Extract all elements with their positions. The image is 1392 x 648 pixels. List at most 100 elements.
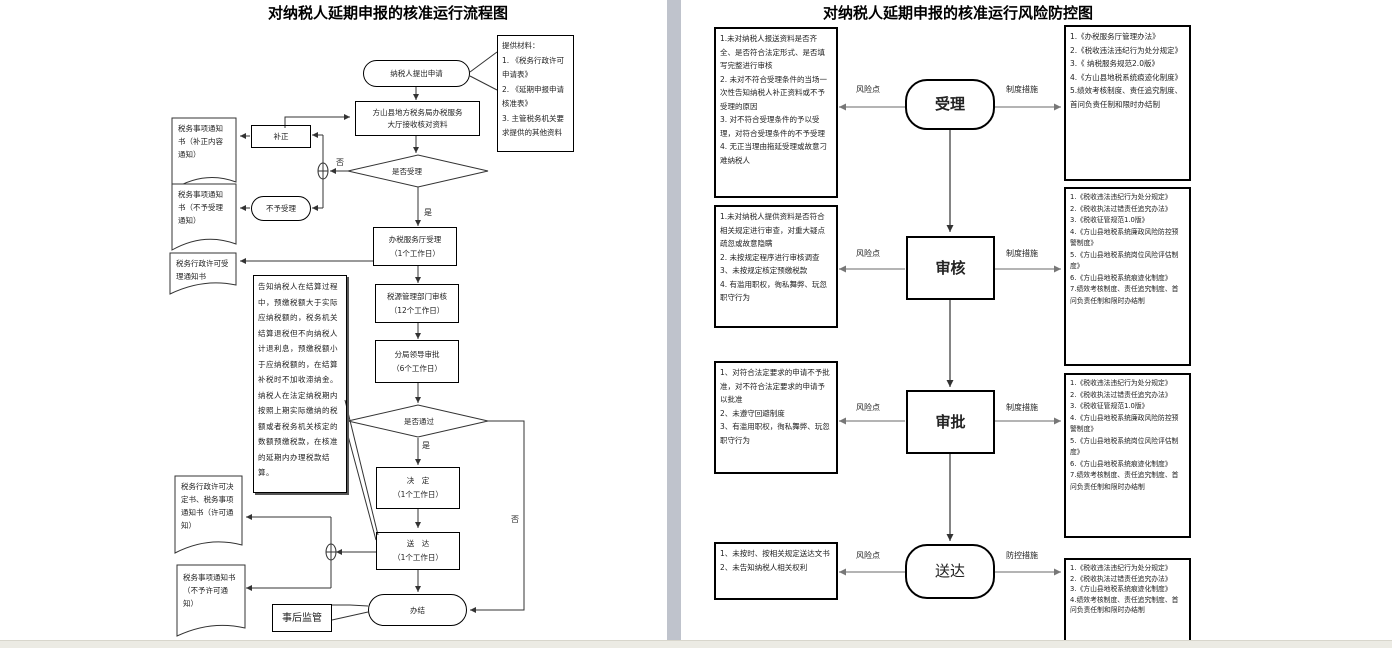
risk-item: 1、未按时、按相关规定送达文书 (720, 549, 830, 558)
decision-accept-shape (347, 154, 489, 188)
risk-item: 4. 有滥用职权，徇私舞弊、玩忽职守行为 (720, 279, 828, 303)
stage-accept: 受理 (905, 79, 995, 130)
risk-map-connectors (839, 103, 1061, 576)
start-node: 纳税人提出申请 (363, 60, 470, 87)
note-box: 告知纳税人在结算过程中，预缴税额大于实际应纳税额的，税务机关结算退税但不向纳税人… (253, 275, 347, 493)
review-line: （12个工作日） (389, 305, 445, 315)
measure-item: 7.绩效考核制度、责任追究制度、首问负责任制和限时办结制 (1070, 471, 1179, 491)
finish-label: 办结 (410, 605, 425, 615)
decision-accept-label: 是否受理 (392, 167, 422, 176)
stage-review-label: 审核 (935, 258, 966, 277)
approve-line: （6个工作日） (392, 363, 442, 373)
control-label: 防控措施 (1006, 551, 1038, 560)
risk-item: 2、未告知纳税人相关权利 (720, 562, 808, 572)
doc-shape (171, 183, 237, 251)
measure-item: 1.《税收违法违纪行为处分规定》 (1070, 379, 1172, 387)
callout-line (469, 75, 498, 91)
decision-pass-label: 是否通过 (404, 417, 434, 426)
stage-accept-label: 受理 (934, 95, 965, 113)
measure-item: 2.《税收执法过错责任追究办法》 (1070, 574, 1172, 583)
measure-item: 5.《方山县地税系统岗位风险评估制度》 (1070, 436, 1179, 457)
risk-item: 2. 未按规定程序进行审核调查 (720, 252, 820, 262)
measure-box-approve: 1.《税收违法违纪行为处分规定》 2.《税收执法过错责任追究办法》 3.《税收征… (1064, 373, 1191, 538)
approve-node: 分局领导审批 （6个工作日） (375, 340, 459, 383)
receive-line: 大厅接收核对资料 (387, 119, 448, 129)
risk-label: 风险点 (856, 249, 880, 258)
post-supervision-label: 事后监管 (282, 612, 322, 624)
deliver-line: 送 达 (406, 539, 430, 548)
risk-label: 风险点 (856, 85, 880, 94)
approve-line: 分局领导审批 (394, 349, 440, 359)
measure-item: 5.《方山县地税系统岗位风险评估制度》 (1070, 250, 1179, 271)
risk-map-title: 对纳税人延期申报的核准运行风险防控图 (823, 4, 1094, 22)
measure-item: 1.《办税服务厅管理办法》 (1070, 32, 1160, 41)
page-left-flowchart: 对纳税人延期申报的核准运行流程图 (0, 0, 667, 640)
flowchart-connectors (169, 51, 525, 637)
measure-item: 7.绩效考核制度、责任追究制度、首问负责任制和限时办结制 (1070, 285, 1179, 305)
correction-node: 补正 (251, 125, 311, 148)
reject-notice-doc: 税务事项通知书（不予受理通知） (178, 190, 223, 225)
measure-item: 6.《方山县地税系统痕迹化制度》 (1070, 459, 1172, 468)
deliver-line: （1个工作日） (393, 553, 443, 562)
measure-item: 2.《税收执法过错责任追究办法》 (1070, 390, 1172, 399)
measure-item: 3.《税收征管规范1.0版》 (1070, 402, 1149, 410)
risk-box-accept: 1.未对纳税人报送资料是否齐全、是否符合法定形式、是否填写完整进行审核 2. 未… (714, 27, 838, 198)
measure-item: 4.《方山县地税系统廉政风险防控预警制度》 (1070, 413, 1179, 434)
flowchart-title: 对纳税人延期申报的核准运行流程图 (268, 4, 509, 22)
measure-label: 制度措施 (1006, 403, 1038, 412)
measure-item: 3.《方山县地税系统痕迹化制度》 (1070, 585, 1172, 593)
measure-item: 5.绩效考核制度、责任追究制度、首问负责任制和限时办结制 (1070, 86, 1183, 109)
measure-item: 4.《方山县地税系统廉政风险防控预警制度》 (1070, 227, 1179, 248)
risk-box-review: 1.未对纳税人提供资料是否符合相关规定进行审查，对重大疑点疏忽或故意隐瞒 2. … (714, 205, 838, 328)
accepted-line: 办税服务厅受理 (388, 234, 442, 244)
page-right-risk-map: 对纳税人延期申报的核准运行风险防控图 1.未对纳税人报送资 (681, 0, 1392, 640)
decide-line: （1个工作日） (393, 490, 443, 499)
measure-box-accept: 1.《办税服务厅管理办法》 2.《税收违法违纪行为处分规定》 3.《 纳税服务规… (1064, 25, 1191, 181)
materials-line: 3. 主管税务机关要求提供的其他资料 (502, 113, 565, 138)
correction-label: 补正 (273, 132, 289, 141)
stage-review: 审核 (906, 236, 995, 300)
measure-item: 1.《税收违法违纪行为处分规定》 (1070, 193, 1172, 201)
risk-item: 3、未按规定核定预缴税款 (720, 266, 808, 275)
risk-item: 1.未对纳税人提供资料是否符合相关规定进行审查，对重大疑点疏忽或故意隐瞒 (720, 212, 825, 248)
risk-label: 风险点 (856, 403, 880, 412)
decide-node: 决 定 （1个工作日） (376, 467, 460, 509)
deliver-node: 送 达 （1个工作日） (376, 532, 460, 570)
risk-box-approve: 1、对符合法定要求的申请不予批准，对不符合法定要求的申请予以批准 2、未遵守回避… (714, 361, 838, 474)
bottom-status-strip (0, 640, 1392, 648)
measure-item: 1.《税收违法违纪行为处分规定》 (1070, 564, 1172, 572)
materials-box: 提供材料： 1. 《税务行政许可申请表》 2. 《延期申报申请核准表》 3. 主… (497, 35, 574, 152)
measure-box-review: 1.《税收违法违纪行为处分规定》 2.《税收执法过错责任追究办法》 3.《税收征… (1064, 187, 1191, 366)
stage-deliver: 送达 (905, 544, 995, 599)
accepted-node: 办税服务厅受理 （1个工作日） (373, 227, 457, 266)
risk-label: 风险点 (856, 551, 880, 560)
reject-label: 不予受理 (266, 204, 296, 213)
post-supervision-node: 事后监管 (272, 604, 332, 632)
arrow-correction-receive (284, 114, 350, 128)
measure-item: 4.《方山县地税系统痕迹化制度》 (1070, 72, 1183, 82)
measure-box-deliver: 1.《税收违法违纪行为处分规定》 2.《税收执法过错责任追究办法》 3.《方山县… (1064, 558, 1191, 640)
measure-item: 3.《税收征管规范1.0版》 (1070, 216, 1149, 224)
measure-label: 制度措施 (1006, 249, 1038, 258)
receive-node: 方山县地方税务局办税服务 大厅接收核对资料 (355, 101, 480, 136)
measure-item: 3.《 纳税服务规范2.0版》 (1070, 59, 1159, 68)
risk-item: 2. 未对不符合受理条件的当场一次性告知纳税人补正资料或不予受理的原因 (720, 74, 828, 111)
stage-deliver-label: 送达 (934, 562, 965, 580)
label-no-2: 否 (511, 515, 519, 524)
doc-shape (174, 475, 243, 554)
measure-item: 2.《税收违法违纪行为处分规定》 (1070, 45, 1183, 55)
permit-notice-doc: 税务行政许可决定书、税务事项通知书（许可通知） (181, 482, 234, 530)
risk-item: 3. 对不符合受理条件的予以受理，对符合受理条件的不予受理 (720, 115, 825, 138)
accept-notice-doc: 税务行政许可受理通知书 (176, 259, 229, 281)
risk-item: 1、对符合法定要求的申请不予批准，对不符合法定要求的申请予以批准 (720, 368, 830, 404)
materials-line: 1. 《税务行政许可申请表》 (502, 55, 565, 80)
doc-shape (176, 564, 246, 637)
stage-approve-label: 审批 (935, 412, 966, 431)
measure-item: 2.《税收执法过错责任追究办法》 (1070, 204, 1172, 213)
page-separator (667, 0, 681, 647)
receive-line: 方山县地方税务局办税服务 (372, 107, 463, 117)
decision-pass-shape (347, 404, 489, 438)
review-node: 税源管理部门审核 （12个工作日） (375, 284, 459, 323)
label-no: 否 (336, 158, 344, 167)
materials-line: 2. 《延期申报申请核准表》 (502, 84, 565, 109)
